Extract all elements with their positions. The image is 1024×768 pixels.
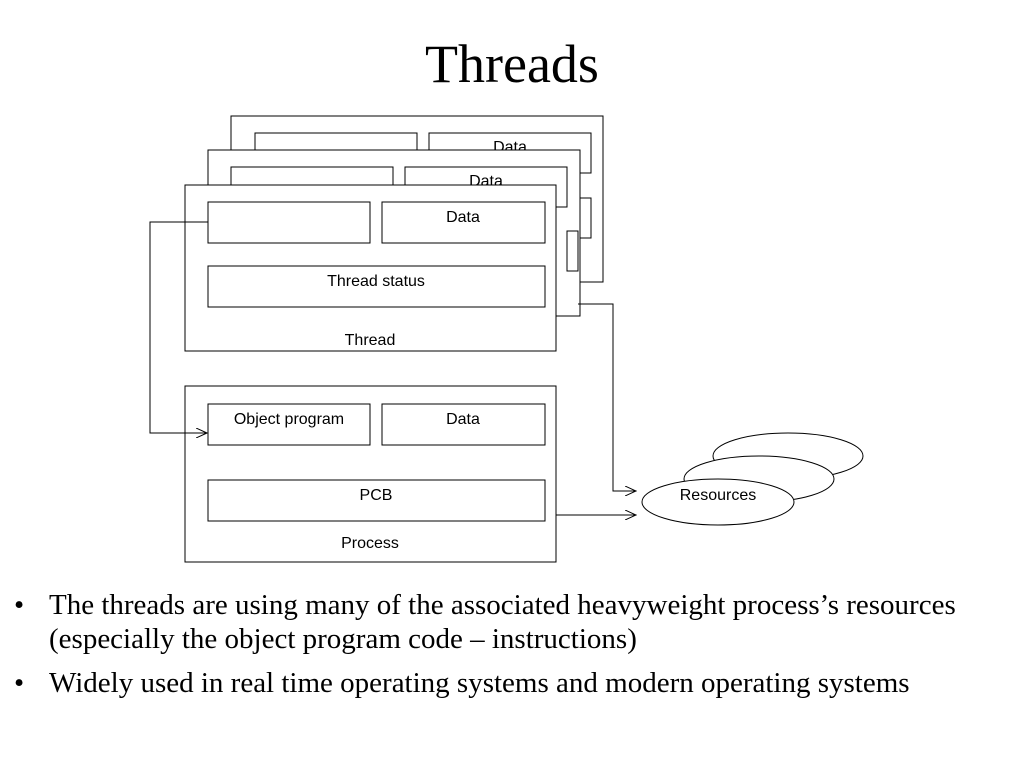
bullet-item: • Widely used in real time operating sys… xyxy=(14,666,1004,700)
thread-status-label: Thread status xyxy=(327,273,425,290)
resource-ellipse-front xyxy=(641,478,795,526)
thread-front-code-box xyxy=(207,201,371,244)
bullet-text: The threads are using many of the associ… xyxy=(49,589,956,655)
thread-to-object-program-arrow xyxy=(149,221,208,433)
bullet-marker: • xyxy=(14,667,25,699)
thread-front-data-label: Data xyxy=(446,209,480,226)
bullet-item: • The threads are using many of the asso… xyxy=(14,588,1004,656)
thread-front-data-box xyxy=(381,201,546,244)
object-program-box xyxy=(207,403,371,446)
object-program-label: Object program xyxy=(234,411,344,428)
threads-to-resources-arrow xyxy=(578,303,636,491)
process-block: Object program Data PCB Process xyxy=(184,385,557,563)
bullet-list: • The threads are using many of the asso… xyxy=(14,588,1004,710)
process-data-label: Data xyxy=(446,411,480,428)
thread-block-front: Data Thread status Thread xyxy=(184,184,557,352)
process-caption: Process xyxy=(341,535,399,552)
pcb-box xyxy=(207,479,546,522)
slide-title: Threads xyxy=(425,34,599,94)
resources-label: Resources xyxy=(680,487,756,504)
threads-diagram: Data Data Data Thread status Thread Obje… xyxy=(149,115,864,563)
bullet-text: Widely used in real time operating syste… xyxy=(49,667,910,699)
pcb-label: PCB xyxy=(360,487,393,504)
process-data-box xyxy=(381,403,546,446)
resources-stack: Resources xyxy=(641,432,864,526)
bullet-marker: • xyxy=(14,589,25,621)
thread-caption: Thread xyxy=(345,332,396,349)
thread-status-box xyxy=(207,265,546,308)
